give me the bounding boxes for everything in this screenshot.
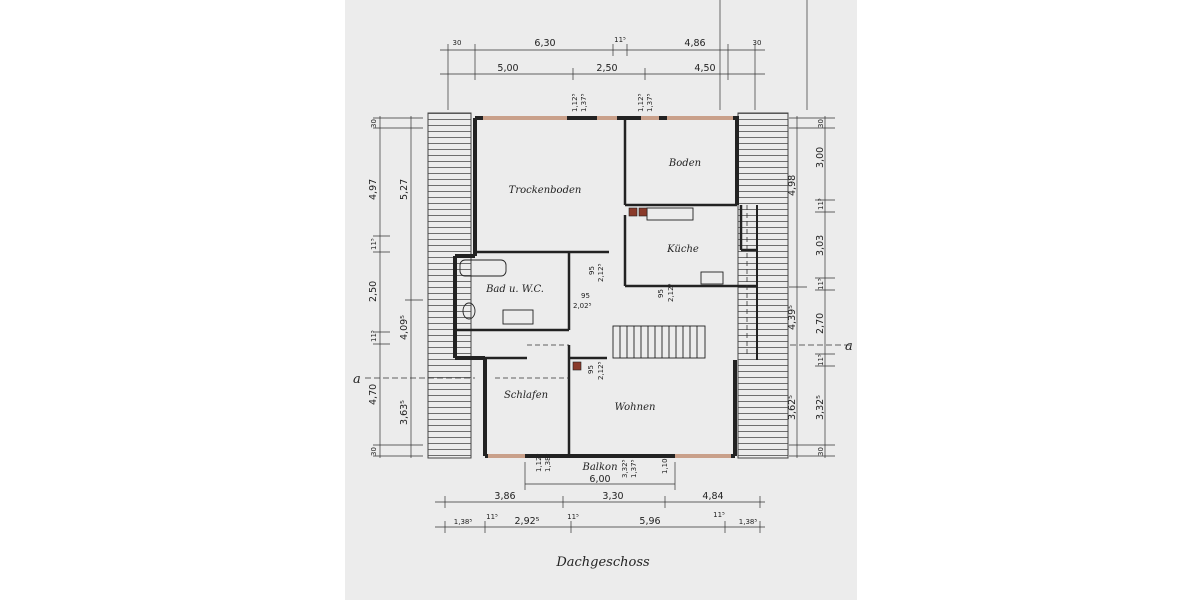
dim-bottom-5: 11⁵ — [486, 513, 498, 521]
room-label-trockenboden: Trockenboden — [509, 185, 582, 196]
dim-top-2: 6,30 — [534, 38, 555, 49]
dim-right-1: 30 — [817, 119, 825, 128]
bathtub-icon — [459, 259, 507, 277]
dim-top-3: 11⁵ — [614, 36, 626, 44]
dim-balkon-4: 1,37⁵ — [630, 459, 638, 478]
kitchen-sink-icon — [700, 271, 724, 285]
chimney-icon — [628, 207, 638, 217]
dim-right-11: 4,39⁵ — [787, 305, 798, 330]
dim-bottom-3: 4,84 — [702, 491, 723, 502]
staircase — [612, 325, 706, 359]
dim-right-3: 11⁵ — [817, 198, 825, 210]
dim-opening-2: 1,37⁵ — [580, 93, 588, 112]
dim-int-6: 2,12⁵ — [667, 283, 675, 302]
axis-marker-left: a — [353, 372, 361, 387]
window-openings — [483, 116, 733, 458]
dim-right-5: 11⁵ — [817, 278, 825, 290]
room-label-schlafen: Schlafen — [504, 390, 548, 401]
dim-bottom-9: 11⁵ — [713, 511, 725, 519]
dim-bottom-4: 1,38⁵ — [454, 518, 473, 526]
kitchen-counter-icon — [646, 207, 694, 221]
interior-walls — [455, 118, 757, 456]
dim-left-6: 4,70 — [368, 384, 379, 405]
dim-lines-left — [365, 116, 475, 458]
room-label-balkon: Balkon — [581, 462, 617, 473]
dim-lines-top — [440, 0, 808, 110]
dim-left-8: 5,27 — [399, 179, 410, 200]
dim-top-8: 4,50 — [694, 63, 715, 74]
dim-bottom-1: 3,86 — [494, 491, 515, 502]
dim-balkon-5: 1,10 — [661, 458, 669, 474]
dim-opening-3: 1,12⁵ — [637, 93, 645, 112]
dim-lines-right — [789, 116, 850, 458]
dim-int-2: 2,12⁵ — [597, 263, 605, 282]
dim-balkon-2: 1,38⁵ — [544, 453, 552, 472]
room-label-kueche: Küche — [666, 244, 699, 255]
room-label-bad: Bad u. W.C. — [485, 284, 544, 295]
dim-left-9: 4,09⁵ — [399, 315, 410, 340]
dim-int-8: 2,12⁵ — [597, 361, 605, 380]
dim-int-5: 95 — [657, 289, 665, 298]
drawing-title: Dachgeschoss — [555, 555, 650, 570]
dim-balkon-width: 6,00 — [589, 474, 610, 485]
dim-int-4: 2,02⁵ — [573, 302, 592, 310]
dim-opening-1: 1,12⁵ — [571, 93, 579, 112]
dim-right-9: 30 — [817, 447, 825, 456]
dim-bottom-10: 1,38⁵ — [739, 518, 758, 526]
dim-left-10: 3,63⁵ — [399, 400, 410, 425]
dim-left-5: 11⁵ — [370, 330, 378, 342]
dim-right-12: 3,62⁵ — [787, 395, 798, 420]
dim-int-1: 95 — [588, 266, 596, 275]
dim-opening-4: 1,37⁵ — [646, 93, 654, 112]
dim-right-6: 2,70 — [815, 313, 826, 334]
dim-top-1: 30 — [453, 39, 462, 47]
dim-int-7: 95 — [587, 365, 595, 374]
dim-left-3: 11⁵ — [370, 238, 378, 250]
dim-left-2: 4,97 — [368, 179, 379, 200]
room-label-wohnen: Wohnen — [615, 402, 656, 413]
dim-top-4: 4,86 — [684, 38, 705, 49]
dim-left-7: 30 — [370, 447, 378, 456]
dim-balkon-1: 1,12⁵ — [535, 453, 543, 472]
blueprint-sheet: Trockenboden Boden Küche Bad u. W.C. Sch… — [345, 0, 857, 600]
dim-left-1: 30 — [370, 119, 378, 128]
room-label-boden: Boden — [668, 158, 701, 169]
chimney-icon — [638, 207, 648, 217]
dim-balkon-3: 3,32⁵ — [621, 459, 629, 478]
dim-right-7: 11⁵ — [817, 354, 825, 366]
chimney-icon — [572, 361, 582, 371]
dim-left-4: 2,50 — [368, 281, 379, 302]
dim-bottom-8: 5,96 — [639, 516, 660, 527]
dim-top-7: 2,50 — [596, 63, 617, 74]
toilet-icon — [462, 302, 476, 320]
dim-lines-bottom — [435, 462, 765, 533]
dim-top-5: 30 — [753, 39, 762, 47]
slope-lines — [495, 205, 748, 379]
floor-plan: Trockenboden Boden Küche Bad u. W.C. Sch… — [353, 0, 853, 570]
dim-right-2: 3,00 — [815, 147, 826, 168]
roof-left — [427, 112, 472, 459]
dim-bottom-2: 3,30 — [602, 491, 623, 502]
dim-int-3: 95 — [581, 292, 590, 300]
washbasin-icon — [502, 309, 534, 325]
dim-right-8: 3,32⁵ — [815, 395, 826, 420]
dim-bottom-7: 11⁵ — [567, 513, 579, 521]
dim-right-4: 3,03 — [815, 235, 826, 256]
dim-bottom-6: 2,92⁵ — [515, 516, 540, 527]
axis-marker-right: a — [845, 339, 853, 354]
dim-top-6: 5,00 — [497, 63, 518, 74]
dim-right-10: 4,98 — [787, 175, 798, 196]
